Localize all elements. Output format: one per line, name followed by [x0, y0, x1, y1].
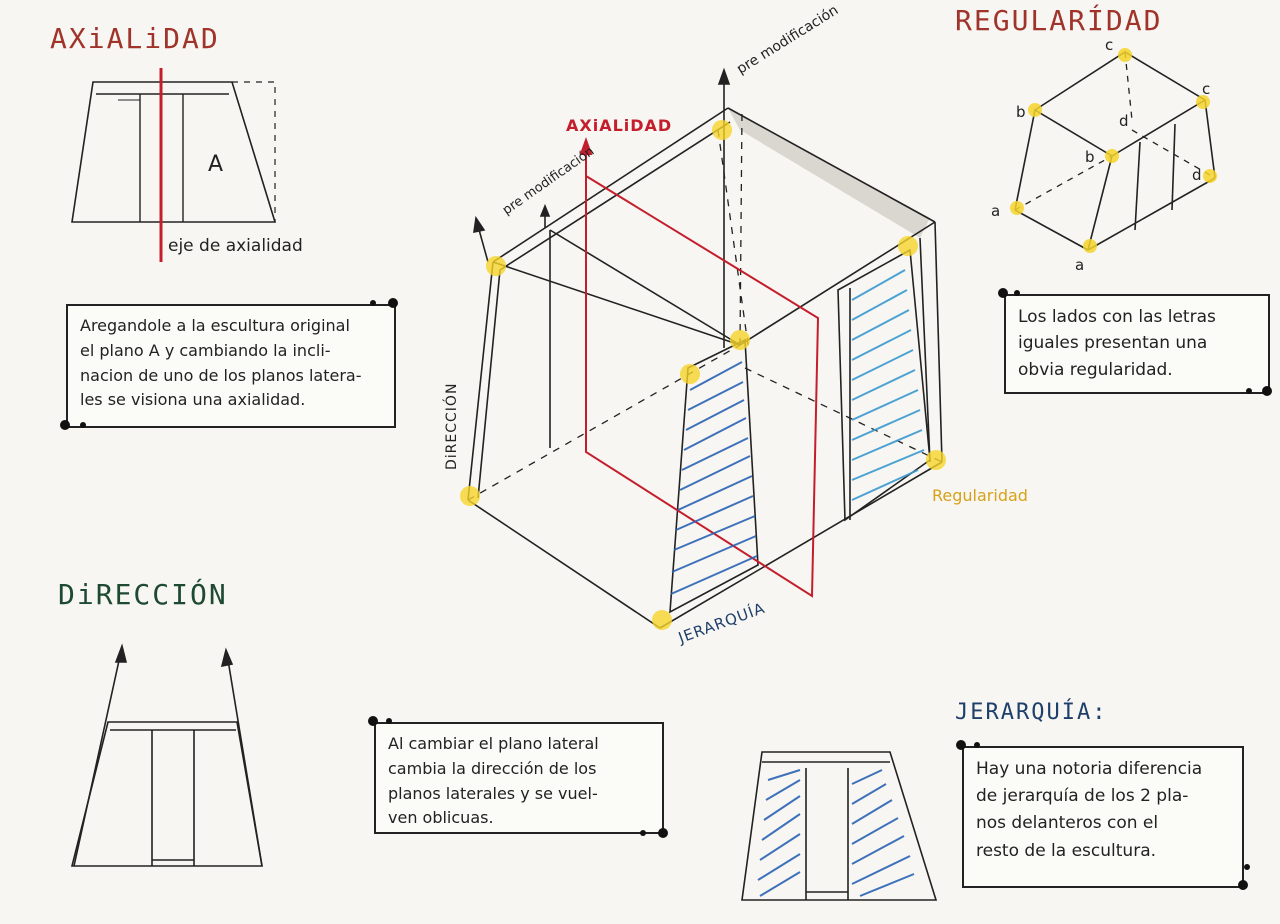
note-corner-dot: [60, 420, 70, 430]
direccion-note-line: planos laterales y se vuel-: [388, 783, 598, 803]
note-corner-dot: [956, 740, 966, 750]
jerarquia-heading: JERARQUÍA:: [955, 700, 1108, 725]
main-direccion-label: DiRECCIÓN: [444, 382, 460, 470]
plane-a-label: A: [208, 152, 224, 177]
note-corner-dot: [388, 298, 398, 308]
note-corner-dot: [1262, 386, 1272, 396]
axialidad-note-line: Aregandole a la escultura original: [80, 316, 350, 335]
regularidad-note-line: obvia regularidad.: [1018, 359, 1173, 380]
jerarquia-note-line: resto de la escultura.: [976, 840, 1157, 861]
jerarquia-note-line: nos delanteros con el: [976, 813, 1159, 834]
axialidad-note-line: les se visiona una axialidad.: [80, 390, 306, 410]
pre-mod-left-label: pre modificación: [500, 143, 598, 219]
jerarquia-note-line: de jerarquía de los 2 pla-: [976, 786, 1189, 807]
main-jerarquia-label: JERARQUÍA: [676, 598, 768, 647]
note-corner-dot: [1238, 880, 1248, 890]
jerarquia-note-line: Hay una notoria diferencia: [976, 759, 1203, 779]
note-corner-dot: [370, 300, 376, 306]
note-corner-dot: [974, 742, 980, 748]
regularidad-note: Los lados con las letras iguales present…: [1004, 294, 1270, 394]
note-corner-dot: [998, 288, 1008, 298]
note-corner-dot: [80, 422, 86, 428]
reg-letter: b: [1085, 148, 1095, 166]
axialidad-note-line: nacion de uno de los planos latera-: [80, 365, 362, 385]
reg-letter: d: [1119, 112, 1129, 130]
regularidad-note-line: Los lados con las letras: [1018, 307, 1216, 327]
reg-letter: a: [991, 202, 1001, 220]
axialidad-note-line: el plano A y cambiando la incli-: [80, 340, 331, 360]
note-corner-dot: [1246, 388, 1252, 394]
regularidad-heading: REGULARÍDAD: [955, 4, 1163, 37]
main-regularidad-label: Regularidad: [932, 486, 1028, 505]
jerarquia-note: Hay una notoria diferencia de jerarquía …: [962, 746, 1244, 888]
axialidad-heading: AXiALiDAD: [50, 22, 220, 55]
direccion-note: Al cambiar el plano lateral cambia la di…: [374, 722, 664, 834]
reg-letter: a: [1075, 256, 1085, 274]
reg-letter: b: [1016, 103, 1026, 121]
note-corner-dot: [386, 718, 392, 724]
note-corner-dot: [1014, 290, 1020, 296]
direccion-note-line: ven oblicuas.: [388, 808, 494, 828]
reg-letter: d: [1192, 166, 1202, 184]
note-corner-dot: [640, 830, 646, 836]
direccion-note-line: cambia la dirección de los: [388, 758, 597, 778]
note-corner-dot: [658, 828, 668, 838]
reg-letter: c: [1105, 36, 1114, 54]
axis-label: eje de axialidad: [168, 236, 303, 256]
main-axialidad-label: AXiALiDAD: [566, 116, 673, 135]
axialidad-note: Aregandole a la escultura original el pl…: [66, 304, 396, 428]
regularidad-note-line: iguales presentan una: [1018, 333, 1208, 354]
direccion-note-line: Al cambiar el plano lateral: [388, 734, 599, 753]
note-corner-dot: [1244, 864, 1250, 870]
direccion-heading: DiRECCIÓN: [58, 578, 228, 611]
note-corner-dot: [368, 716, 378, 726]
pre-mod-top-label: pre modificación: [734, 2, 842, 78]
reg-letter: c: [1202, 80, 1211, 98]
